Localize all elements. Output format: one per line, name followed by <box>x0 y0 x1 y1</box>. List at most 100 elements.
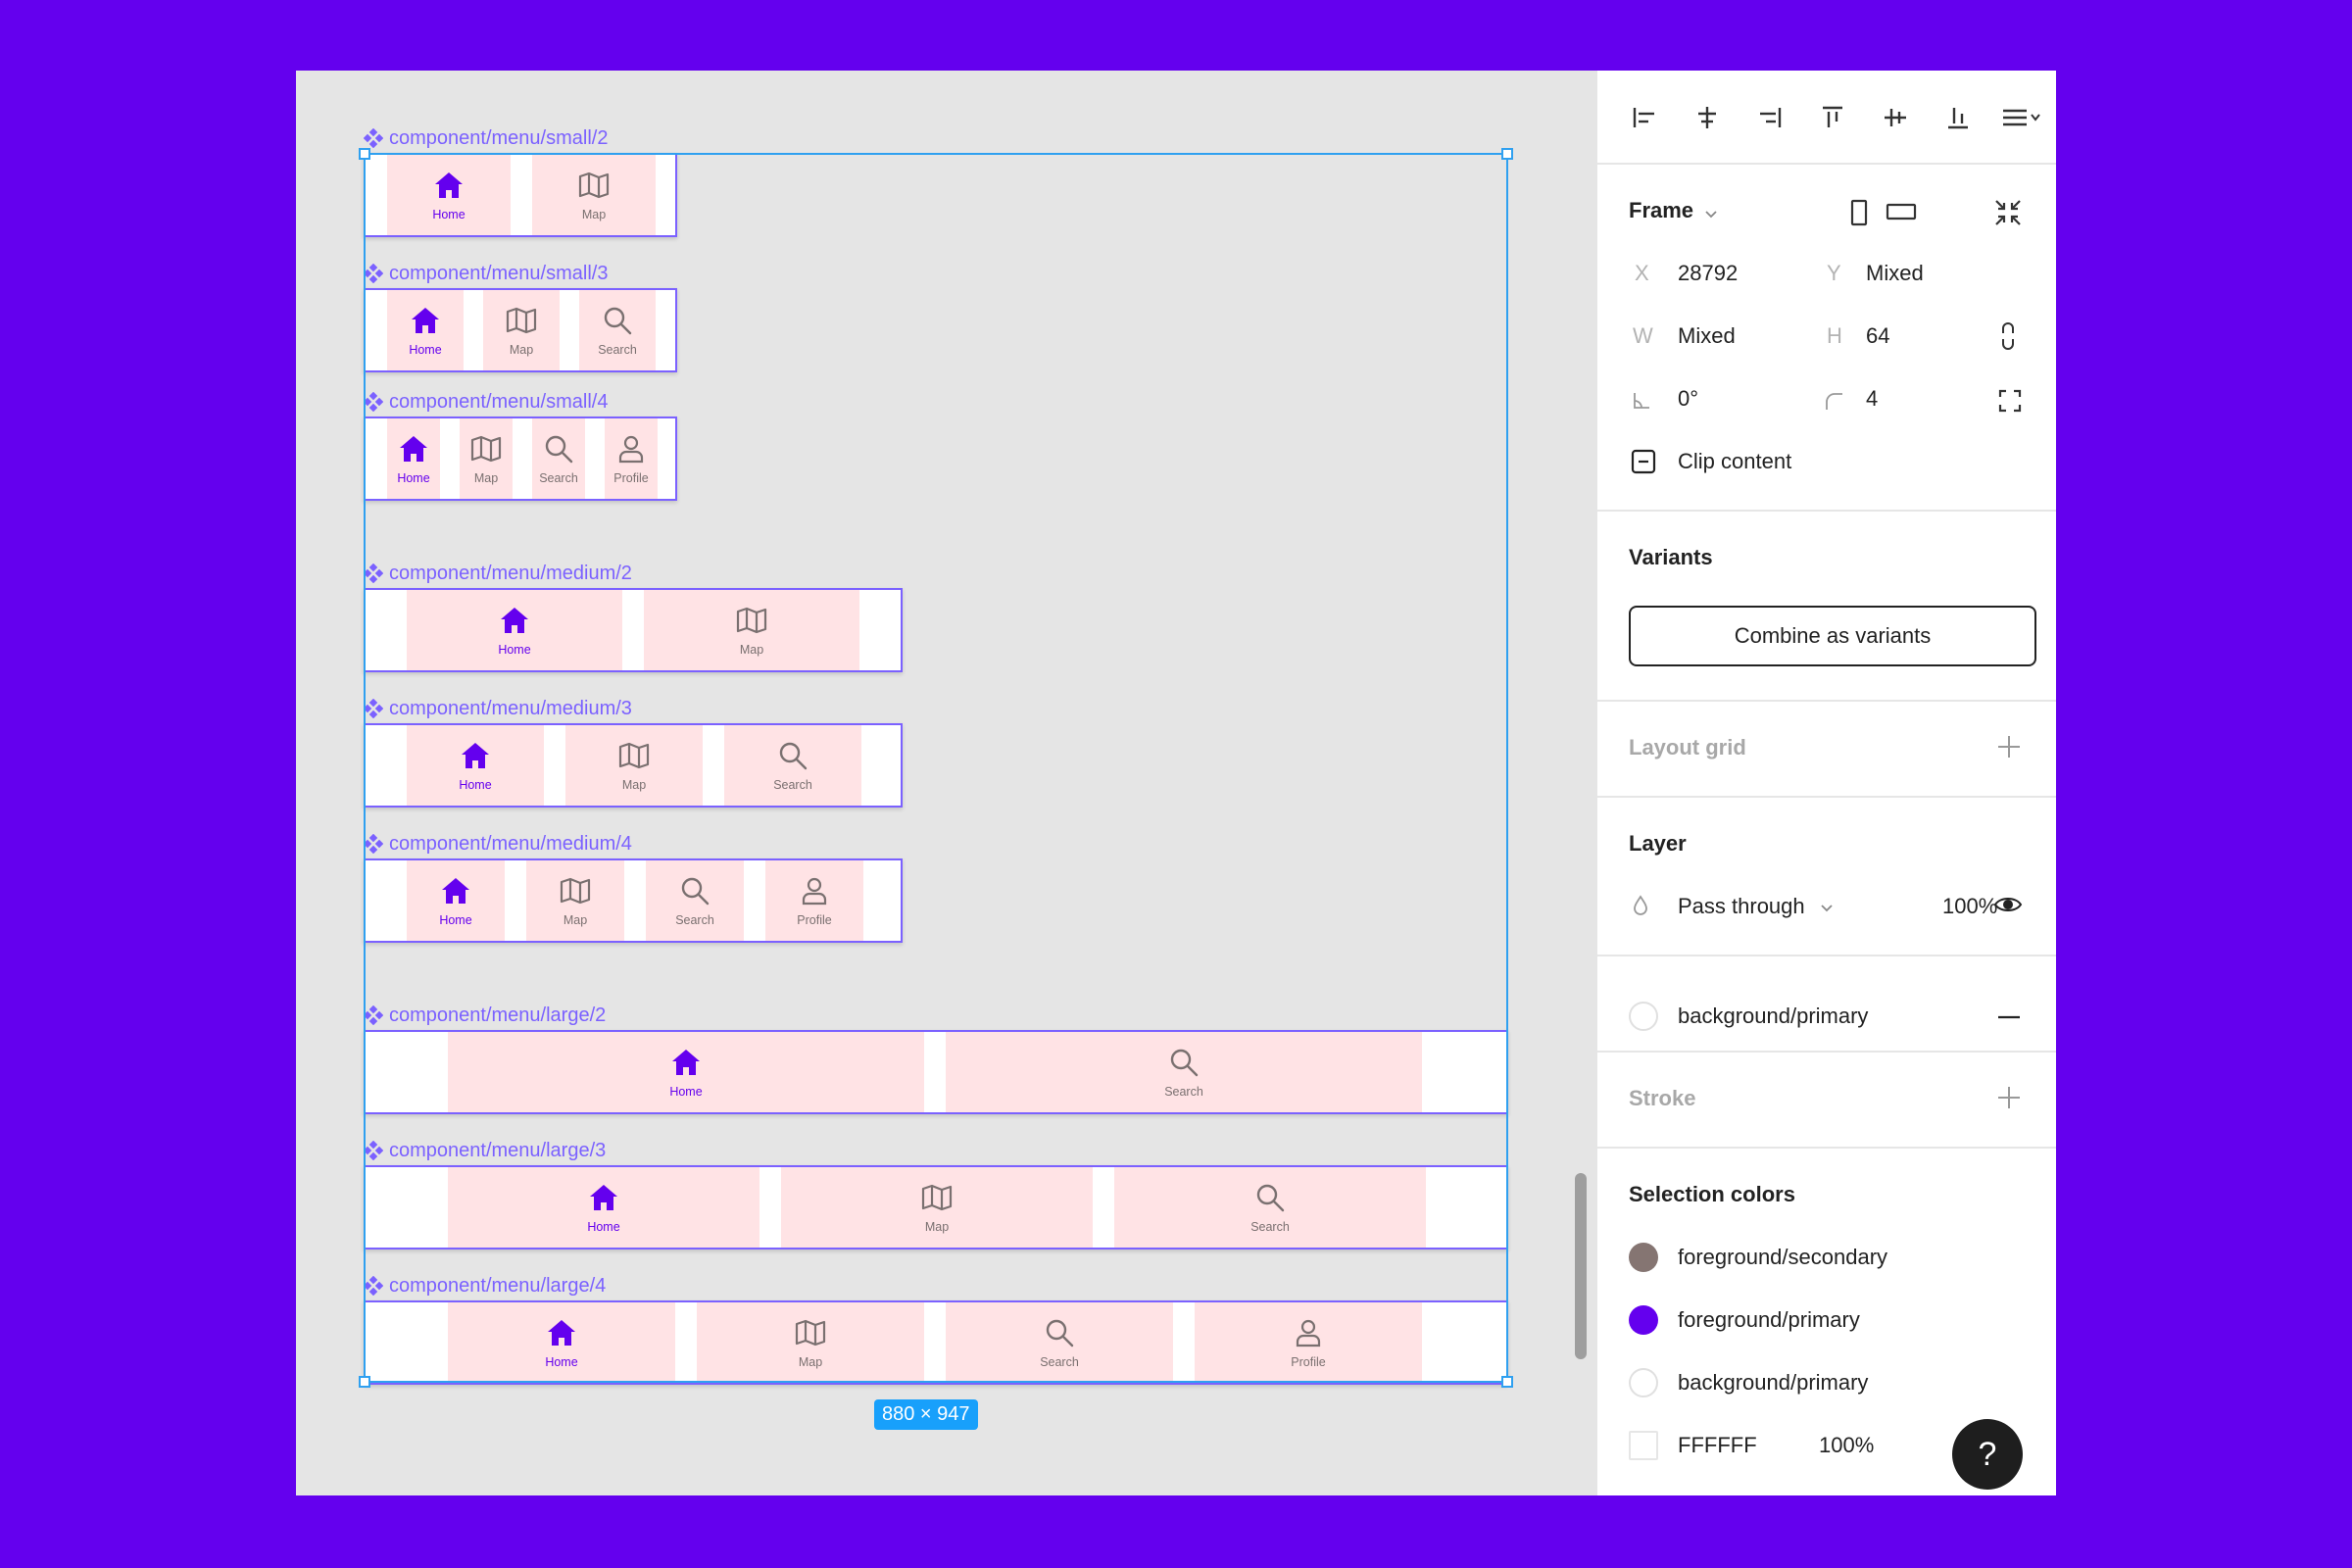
h-input[interactable]: 64 <box>1866 323 1890 348</box>
menu-item-label: Search <box>598 343 637 357</box>
menu-item-home[interactable]: Home <box>407 725 544 806</box>
combine-as-variants-button[interactable]: Combine as variants <box>1629 606 2036 666</box>
menu-item-map[interactable]: Map <box>483 290 560 370</box>
fill-style-name[interactable]: background/primary <box>1678 1004 1869 1028</box>
menu-item-home[interactable]: Home <box>387 418 440 499</box>
align-bottom-icon[interactable] <box>1942 102 1974 133</box>
search-icon <box>1043 1316 1076 1349</box>
selection-color-swatch[interactable] <box>1629 1243 1658 1272</box>
align-vertical-center-icon[interactable] <box>1880 102 1911 133</box>
menu-item-map[interactable]: Map <box>781 1167 1093 1248</box>
menu-item-search[interactable]: Search <box>579 290 656 370</box>
fill-swatch[interactable] <box>1629 1002 1658 1031</box>
clip-content-label[interactable]: Clip content <box>1678 449 1792 473</box>
component-title[interactable]: component/menu/large/4 <box>364 1273 606 1298</box>
layer-opacity-input[interactable]: 100% <box>1942 894 1998 918</box>
eye-icon[interactable] <box>1993 892 2023 917</box>
chevron-down-icon[interactable] <box>1819 900 1835 915</box>
menu-component-frame[interactable]: Home Map Search Profile <box>364 1300 1508 1385</box>
align-top-icon[interactable] <box>1817 102 1848 133</box>
menu-component-frame[interactable]: Home Map Search <box>364 1165 1508 1250</box>
menu-component-frame[interactable]: Home Map Search <box>364 723 903 808</box>
corner-radius-input[interactable]: 4 <box>1866 386 1879 411</box>
component-title[interactable]: component/menu/medium/3 <box>364 696 632 721</box>
menu-component-frame[interactable]: Home Map <box>364 153 677 237</box>
portrait-icon[interactable] <box>1848 198 1870 227</box>
menu-item-map[interactable]: Map <box>565 725 703 806</box>
help-button[interactable]: ? <box>1952 1419 2023 1490</box>
w-input[interactable]: Mixed <box>1678 323 1736 348</box>
component-title[interactable]: component/menu/large/2 <box>364 1003 606 1028</box>
frame-title[interactable]: Frame <box>1629 198 1694 222</box>
blend-mode-select[interactable]: Pass through <box>1678 894 1805 918</box>
menu-item-search[interactable]: Search <box>1114 1167 1426 1248</box>
menu-item-search[interactable]: Search <box>946 1302 1173 1383</box>
selection-color-name[interactable]: foreground/primary <box>1678 1307 1860 1332</box>
remove-fill-icon[interactable] <box>1995 1004 2023 1031</box>
add-layout-grid-icon[interactable] <box>1995 733 2023 760</box>
component-icon <box>364 834 383 854</box>
component-title[interactable]: component/menu/small/3 <box>364 261 608 286</box>
menu-item-map[interactable]: Map <box>460 418 513 499</box>
menu-item-home[interactable]: Home <box>448 1032 924 1112</box>
y-input[interactable]: Mixed <box>1866 261 1924 285</box>
menu-item-home[interactable]: Home <box>407 860 505 941</box>
menu-item-home[interactable]: Home <box>407 590 622 670</box>
search-icon <box>1253 1181 1287 1214</box>
component-title[interactable]: component/menu/medium/4 <box>364 831 632 857</box>
distribute-icon[interactable] <box>1999 102 2044 133</box>
resize-handle-top-right[interactable] <box>1501 148 1513 160</box>
menu-item-home[interactable]: Home <box>387 290 464 370</box>
w-label: W <box>1633 323 1653 348</box>
component-icon <box>364 699 383 718</box>
menu-component-frame[interactable]: Home Map Search Profile <box>364 858 903 943</box>
selection-color-name[interactable]: background/primary <box>1678 1370 1869 1395</box>
menu-item-search[interactable]: Search <box>946 1032 1422 1112</box>
menu-item-profile[interactable]: Profile <box>605 418 658 499</box>
constrain-proportions-icon[interactable] <box>1997 319 2019 353</box>
menu-component-frame[interactable]: Home Map <box>364 588 903 672</box>
selection-color-swatch[interactable] <box>1629 1305 1658 1335</box>
menu-item-home[interactable]: Home <box>448 1167 760 1248</box>
menu-item-home[interactable]: Home <box>448 1302 675 1383</box>
independent-corners-icon[interactable] <box>1997 388 2023 414</box>
menu-item-map[interactable]: Map <box>526 860 624 941</box>
map-icon <box>920 1181 954 1214</box>
menu-component-frame[interactable]: Home Map Search Profile <box>364 416 677 501</box>
component-title[interactable]: component/menu/small/2 <box>364 125 608 151</box>
menu-item-search[interactable]: Search <box>646 860 744 941</box>
menu-item-home[interactable]: Home <box>387 155 511 235</box>
canvas-scrollbar[interactable] <box>1575 1173 1587 1359</box>
menu-item-map[interactable]: Map <box>532 155 656 235</box>
align-left-icon[interactable] <box>1629 102 1660 133</box>
menu-item-map[interactable]: Map <box>644 590 859 670</box>
selection-color-name[interactable]: foreground/secondary <box>1678 1245 1888 1269</box>
resize-to-fit-icon[interactable] <box>1991 196 2025 229</box>
align-horizontal-center-icon[interactable] <box>1691 102 1723 133</box>
component-title[interactable]: component/menu/small/4 <box>364 389 608 415</box>
menu-item-search[interactable]: Search <box>724 725 861 806</box>
component-title[interactable]: component/menu/large/3 <box>364 1138 606 1163</box>
menu-item-profile[interactable]: Profile <box>765 860 863 941</box>
hex-color-swatch[interactable] <box>1629 1431 1658 1460</box>
align-right-icon[interactable] <box>1754 102 1786 133</box>
hex-opacity-input[interactable]: 100% <box>1819 1433 1875 1457</box>
selection-color-swatch[interactable] <box>1629 1368 1658 1397</box>
landscape-icon[interactable] <box>1886 200 1917 223</box>
x-input[interactable]: 28792 <box>1678 261 1739 285</box>
add-stroke-icon[interactable] <box>1995 1084 2023 1111</box>
rotation-input[interactable]: 0° <box>1678 386 1699 411</box>
component-icon <box>364 1141 383 1160</box>
hex-color-input[interactable]: FFFFFF <box>1678 1433 1757 1457</box>
component-title[interactable]: component/menu/medium/2 <box>364 561 632 586</box>
menu-component-frame[interactable]: Home Search <box>364 1030 1508 1114</box>
menu-item-search[interactable]: Search <box>532 418 585 499</box>
home-icon <box>498 604 531 637</box>
menu-item-map[interactable]: Map <box>697 1302 924 1383</box>
properties-panel: Frame X 28792 Y Mixed W Mixed H 64 0° 4 … <box>1597 71 2056 1495</box>
chevron-down-icon[interactable] <box>1703 206 1719 221</box>
clip-content-checkbox[interactable] <box>1631 449 1656 474</box>
menu-item-profile[interactable]: Profile <box>1195 1302 1422 1383</box>
